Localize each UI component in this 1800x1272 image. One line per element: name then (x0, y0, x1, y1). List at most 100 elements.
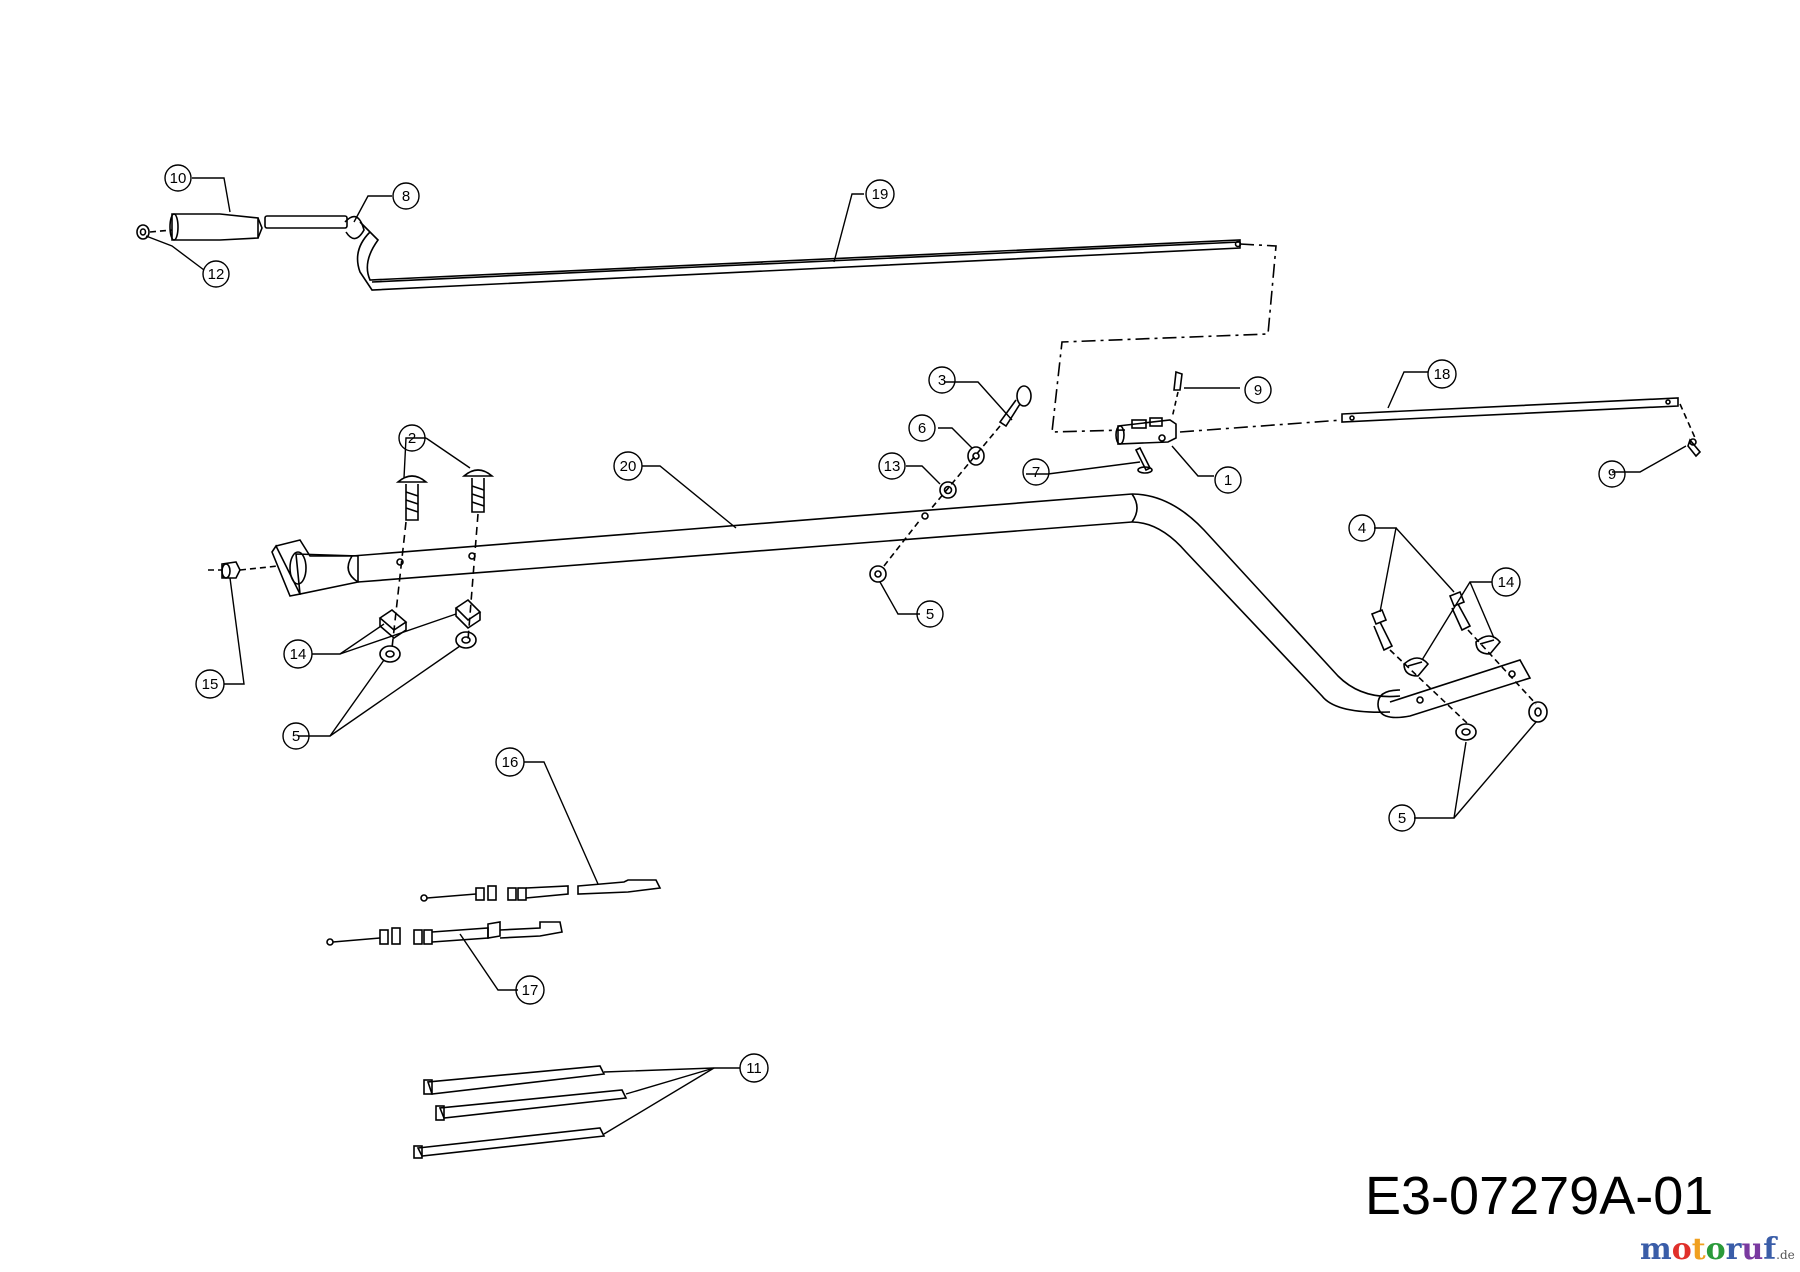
grip-sleeve-10 (169, 213, 263, 241)
carriage-bolt-2-left (395, 475, 429, 521)
svg-text:5: 5 (1398, 810, 1406, 827)
svg-text:16: 16 (502, 754, 519, 771)
callout-6: 6 (908, 414, 936, 442)
svg-text:8: 8 (402, 188, 410, 205)
spacer-14-bracket-right (1475, 635, 1502, 655)
svg-text:5: 5 (926, 606, 934, 623)
watermark-letter: r (1725, 1232, 1742, 1267)
centerline-3-13 (929, 425, 1001, 511)
handle-tube-20 (271, 493, 1532, 719)
callout-5-center: 5 (916, 600, 944, 628)
watermark-letter: o (1705, 1232, 1726, 1267)
centerline-5-center (883, 519, 921, 567)
centerline-10-12 (149, 229, 173, 233)
callout-17: 17 (515, 975, 545, 1005)
svg-text:6: 6 (918, 420, 926, 437)
svg-text:12: 12 (208, 266, 225, 283)
callout-18: 18 (1427, 359, 1457, 389)
cable-tie-11-middle (435, 1089, 628, 1121)
centerline-4-left (1389, 649, 1469, 725)
plug-15 (221, 561, 241, 579)
phantom-line-9-1 (1171, 391, 1179, 419)
svg-text:5: 5 (292, 728, 300, 745)
connector-pin-8 (264, 215, 365, 240)
shift-rod-18 (1341, 397, 1679, 423)
svg-text:11: 11 (746, 1060, 762, 1077)
callout-13: 13 (878, 452, 906, 480)
watermark-letter: o (1671, 1232, 1692, 1267)
cotter-pin-9-right (1687, 438, 1702, 458)
spacer-14-right (454, 598, 482, 630)
watermark-letter: f (1763, 1232, 1777, 1267)
callout-8: 8 (392, 182, 420, 210)
callout-16: 16 (495, 747, 525, 777)
nut-5-center (869, 565, 887, 583)
svg-text:2: 2 (408, 430, 416, 447)
cotter-pin-9-top (1173, 370, 1183, 391)
nut-5-bracket-right (1528, 701, 1548, 723)
callout-9-top: 9 (1244, 376, 1272, 404)
callout-bubbles: 10 12 8 19 2 3 6 13 20 9 7 1 18 9 4 14 5… (164, 164, 1626, 1083)
cable-16 (420, 879, 662, 902)
svg-text:3: 3 (938, 372, 946, 389)
svg-text:10: 10 (170, 170, 187, 187)
nut-5-left (379, 645, 401, 663)
svg-text:1: 1 (1224, 472, 1232, 489)
callout-5-bracket: 5 (1388, 804, 1416, 832)
svg-text:15: 15 (202, 676, 219, 693)
callout-4: 4 (1348, 514, 1376, 542)
leader-lines (145, 177, 1687, 1135)
callout-1: 1 (1214, 466, 1242, 494)
centerline-2-right (467, 513, 479, 641)
callout-7: 7 (1022, 458, 1050, 486)
nut-5-bracket-left (1455, 723, 1477, 741)
cable-tie-11-bottom (413, 1127, 606, 1159)
cable-17 (326, 921, 563, 946)
centerline-4-right (1467, 629, 1537, 705)
svg-text:9: 9 (1608, 466, 1616, 483)
svg-text:20: 20 (620, 458, 637, 475)
callout-9-right: 9 (1598, 460, 1626, 488)
coupling-1 (1115, 417, 1177, 445)
phantom-line-1-18 (1179, 419, 1343, 433)
svg-text:19: 19 (872, 186, 889, 203)
motoruf-watermark-logo: motoruf.de (1640, 1232, 1795, 1267)
callout-11: 11 (739, 1053, 769, 1083)
watermark-letter: m (1640, 1232, 1672, 1267)
svg-text:14: 14 (1498, 574, 1515, 591)
callout-15: 15 (195, 669, 225, 699)
callout-14-bracket: 14 (1491, 567, 1521, 597)
spacer-14-bracket-left (1403, 657, 1430, 677)
bolt-4-right (1448, 590, 1472, 632)
callout-12: 12 (202, 260, 230, 288)
callout-10: 10 (164, 164, 192, 192)
spacer-14-left (378, 608, 408, 640)
watermark-letter: t (1691, 1232, 1706, 1267)
callout-19: 19 (865, 179, 895, 209)
centerline-15 (208, 565, 279, 571)
callout-5-left: 5 (282, 722, 310, 750)
watermark-letter: u (1741, 1232, 1764, 1267)
centerline-2-left (391, 521, 407, 649)
eye-bolt-3 (998, 385, 1032, 428)
svg-text:18: 18 (1434, 366, 1451, 383)
watermark-tld: .de (1776, 1248, 1795, 1262)
svg-text:13: 13 (884, 458, 901, 475)
washer-13 (939, 481, 957, 499)
svg-text:7: 7 (1032, 464, 1040, 481)
svg-text:17: 17 (522, 982, 539, 999)
drawing-number: E3-07279A-01 (1365, 1166, 1714, 1226)
callout-14-left: 14 (283, 639, 313, 669)
callout-3: 3 (928, 366, 956, 394)
callout-20: 20 (613, 451, 643, 481)
callout-2: 2 (398, 424, 426, 452)
phantom-line-18-9 (1679, 403, 1697, 441)
end-cap-12 (136, 224, 150, 240)
screw-7 (1134, 446, 1153, 474)
cable-tie-11-top (423, 1065, 606, 1095)
phantom-line-19-1 (1051, 243, 1277, 433)
nut-6 (967, 446, 985, 466)
upper-rod-19 (356, 221, 1242, 291)
svg-text:4: 4 (1358, 520, 1366, 537)
